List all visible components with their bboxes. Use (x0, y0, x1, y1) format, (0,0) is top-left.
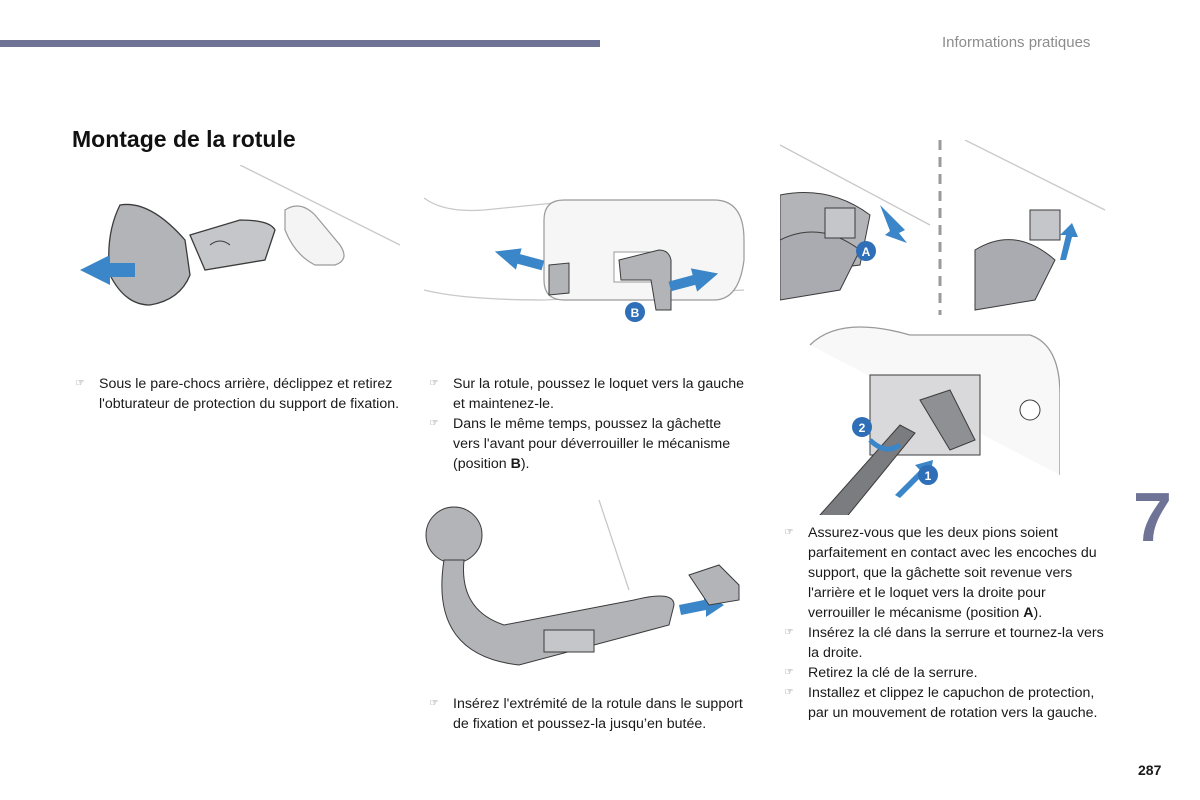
hand-pointer-icon: ☞ (784, 527, 794, 538)
instruction-item: ☞ Assurez-vous que les deux pions soient… (781, 523, 1111, 623)
instruction-item: ☞ Retirez la clé de la serrure. (781, 663, 1111, 683)
instruction-item: ☞ Insérez la clé dans la serrure et tour… (781, 623, 1111, 663)
instruction-item: ☞ Sur la rotule, poussez le loquet vers … (426, 374, 746, 414)
instructions-col2: ☞ Sur la rotule, poussez le loquet vers … (426, 374, 746, 474)
figure-tow-ball (424, 495, 754, 675)
page-title: Montage de la rotule (72, 126, 296, 152)
page-number: 287 (1138, 762, 1162, 778)
hand-pointer-icon: ☞ (784, 627, 794, 638)
hand-pointer-icon: ☞ (784, 687, 794, 698)
instruction-item: ☞ Insérez l'extrémité de la rotule dans … (426, 694, 746, 734)
figure-position-b: B (424, 180, 754, 330)
hand-pointer-icon: ☞ (75, 378, 85, 389)
label-step-2: 2 (859, 421, 866, 435)
header-accent-bar (0, 40, 600, 47)
label-a: A (862, 245, 871, 259)
label-step-1: 1 (925, 469, 932, 483)
instructions-col1: ☞ Sous le pare-chocs arrière, déclippez … (72, 374, 407, 414)
figure-position-a: A (780, 140, 1110, 315)
instruction-item: ☞ Sous le pare-chocs arrière, déclippez … (72, 374, 407, 414)
figure-remove-cover (70, 165, 400, 330)
instructions-col3: ☞ Assurez-vous que les deux pions soient… (781, 523, 1111, 723)
figure-lock-steps: 2 1 (800, 315, 1060, 515)
label-b: B (631, 306, 640, 320)
instruction-item: ☞ Dans le même temps, poussez la gâchett… (426, 414, 746, 474)
instruction-item: ☞ Installez et clippez le capuchon de pr… (781, 683, 1111, 723)
chapter-number: 7 (1133, 478, 1172, 556)
hand-pointer-icon: ☞ (429, 378, 439, 389)
hand-pointer-icon: ☞ (429, 698, 439, 709)
instructions-col2b: ☞ Insérez l'extrémité de la rotule dans … (426, 694, 746, 734)
hand-pointer-icon: ☞ (784, 667, 794, 678)
section-label: Informations pratiques (942, 34, 1091, 51)
hand-pointer-icon: ☞ (429, 418, 439, 429)
